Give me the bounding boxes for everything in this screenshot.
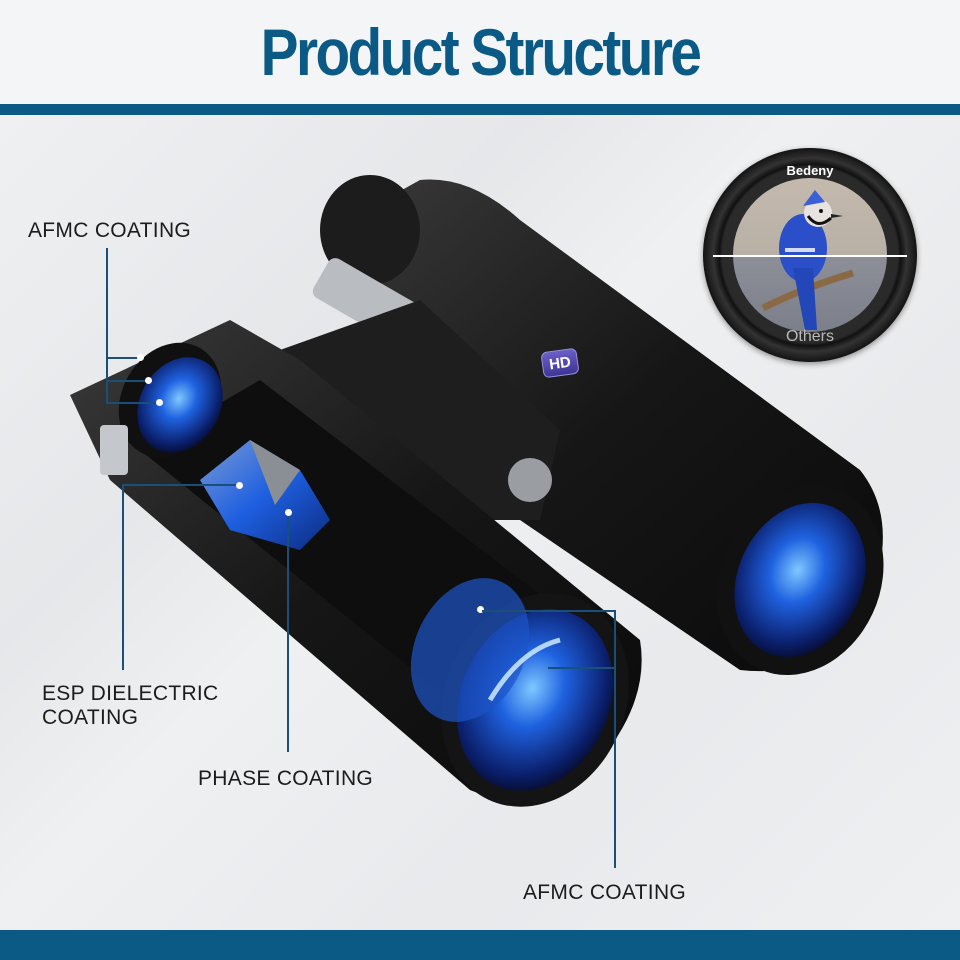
callout-phase-line bbox=[287, 512, 289, 752]
callout-afmc-bottom-branch-2 bbox=[548, 667, 616, 669]
callout-esp-label-line1: ESP DIELECTRIC bbox=[42, 682, 219, 705]
callout-dot bbox=[137, 354, 144, 361]
callout-afmc-bottom-line bbox=[614, 610, 616, 868]
callout-esp-branch bbox=[122, 484, 240, 486]
callout-afmc-top-branch-2 bbox=[106, 380, 148, 382]
hd-badge: HD bbox=[540, 347, 580, 379]
callout-dot bbox=[477, 606, 484, 613]
footer-bar bbox=[0, 930, 960, 960]
callout-dot bbox=[285, 509, 292, 516]
callout-dot bbox=[236, 482, 243, 489]
brand-label: Bedeny bbox=[786, 163, 834, 178]
callout-dot bbox=[156, 399, 163, 406]
callout-phase-label: PHASE COATING bbox=[198, 767, 374, 790]
callout-dot bbox=[145, 377, 152, 384]
page-title: Product Structure bbox=[260, 15, 702, 89]
callout-afmc-top-label: AFMC COATING bbox=[28, 219, 192, 242]
callout-esp-label-line2: COATING bbox=[42, 706, 139, 729]
callout-afmc-top-branch-3 bbox=[106, 402, 158, 404]
others-label: Others bbox=[785, 328, 834, 345]
callout-esp-line bbox=[122, 484, 124, 670]
callout-afmc-bottom-branch-1 bbox=[482, 610, 616, 612]
callout-afmc-bottom-label: AFMC COATING bbox=[523, 881, 687, 904]
callout-esp-label: ESP DIELECTRIC COATING bbox=[42, 682, 219, 730]
header: Product Structure bbox=[0, 0, 960, 104]
callout-afmc-top-branch-1 bbox=[106, 357, 140, 359]
title-divider bbox=[0, 104, 960, 115]
comparison-divider-line bbox=[713, 255, 907, 257]
blue-jay-bird-icon bbox=[761, 190, 855, 330]
callout-afmc-top-line bbox=[106, 248, 108, 404]
